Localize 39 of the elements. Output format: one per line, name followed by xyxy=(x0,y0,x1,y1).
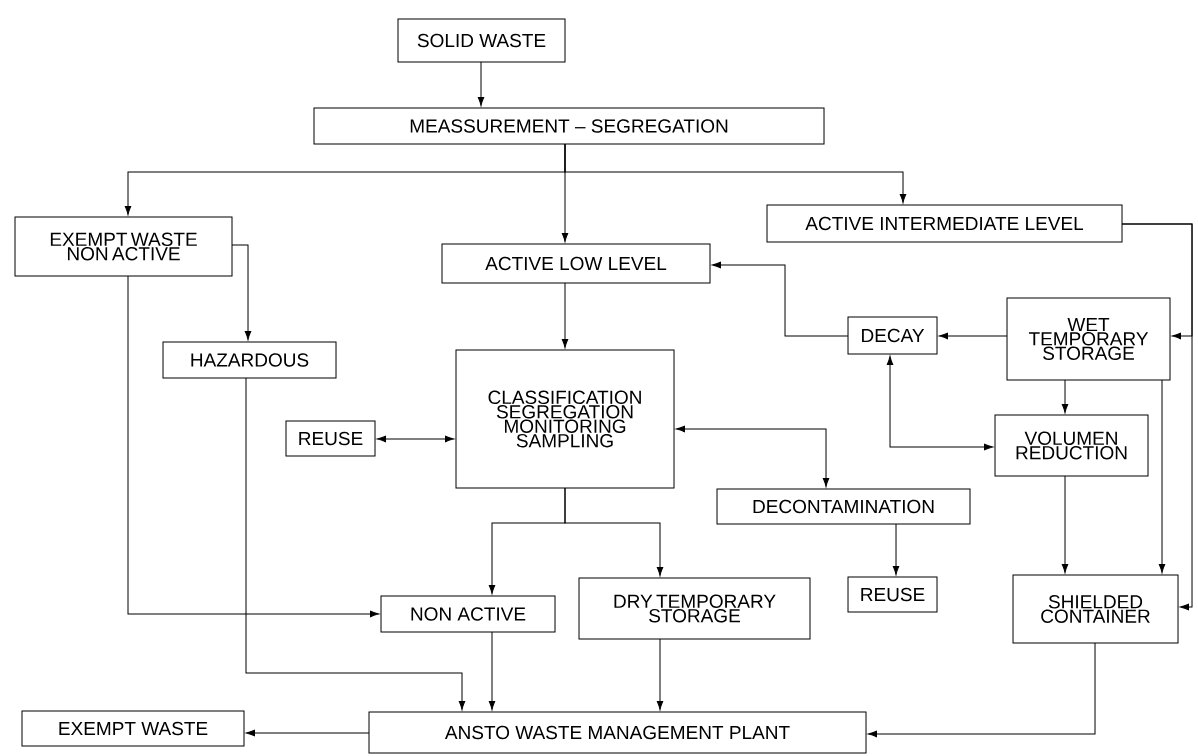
process-box: NON ACTIVE xyxy=(380,595,556,633)
arrow xyxy=(1121,223,1193,611)
process-box: REUSE xyxy=(285,420,376,457)
process-box: WET TEMPORARY STORAGE xyxy=(1006,297,1171,381)
process-box: ACTIVE LOW LEVEL xyxy=(441,243,711,284)
arrow xyxy=(1061,379,1069,414)
arrow xyxy=(886,355,994,451)
arrow xyxy=(867,642,1096,738)
process-box: ANSTO WASTE MANAGEMENT PLANT xyxy=(368,711,867,754)
process-box: HAZARDOUS xyxy=(162,341,337,379)
arrow xyxy=(245,377,466,711)
process-box: REUSE xyxy=(847,576,938,613)
arrow xyxy=(892,523,900,576)
arrow xyxy=(477,61,485,107)
process-box: DECONTAMINATION xyxy=(716,488,971,525)
process-box: ACTIVE INTERMEDIATE LEVEL xyxy=(766,204,1123,243)
arrow xyxy=(231,244,252,341)
arrow xyxy=(675,425,830,488)
arrow xyxy=(938,332,1008,340)
process-box: SHIELDED CONTAINER xyxy=(1012,574,1179,644)
arrow xyxy=(711,261,849,337)
process-box: VOLUMEN REDUCTION xyxy=(994,414,1149,477)
arrow xyxy=(1061,475,1069,574)
process-box: DRY TEMPORARY STORAGE xyxy=(578,577,811,640)
arrow xyxy=(488,631,496,711)
process-box: EXEMPT WASTE xyxy=(21,710,245,747)
process-box: EXEMPT WASTE NON ACTIVE xyxy=(14,216,233,277)
arrow xyxy=(1158,379,1166,574)
arrow xyxy=(376,435,455,443)
arrow xyxy=(564,487,664,577)
arrow xyxy=(127,275,380,618)
process-box: SOLID WASTE xyxy=(397,18,566,63)
arrow xyxy=(561,282,569,349)
process-box: DECAY xyxy=(847,316,938,355)
process-box: CLASSIFICATION SEGREGATION MONITORING SAMPLING xyxy=(455,349,675,489)
process-box: MEASSUREMENT – SEGREGATION xyxy=(313,107,825,145)
arrow xyxy=(245,729,370,737)
arrow xyxy=(656,638,664,711)
arrow xyxy=(564,143,907,204)
